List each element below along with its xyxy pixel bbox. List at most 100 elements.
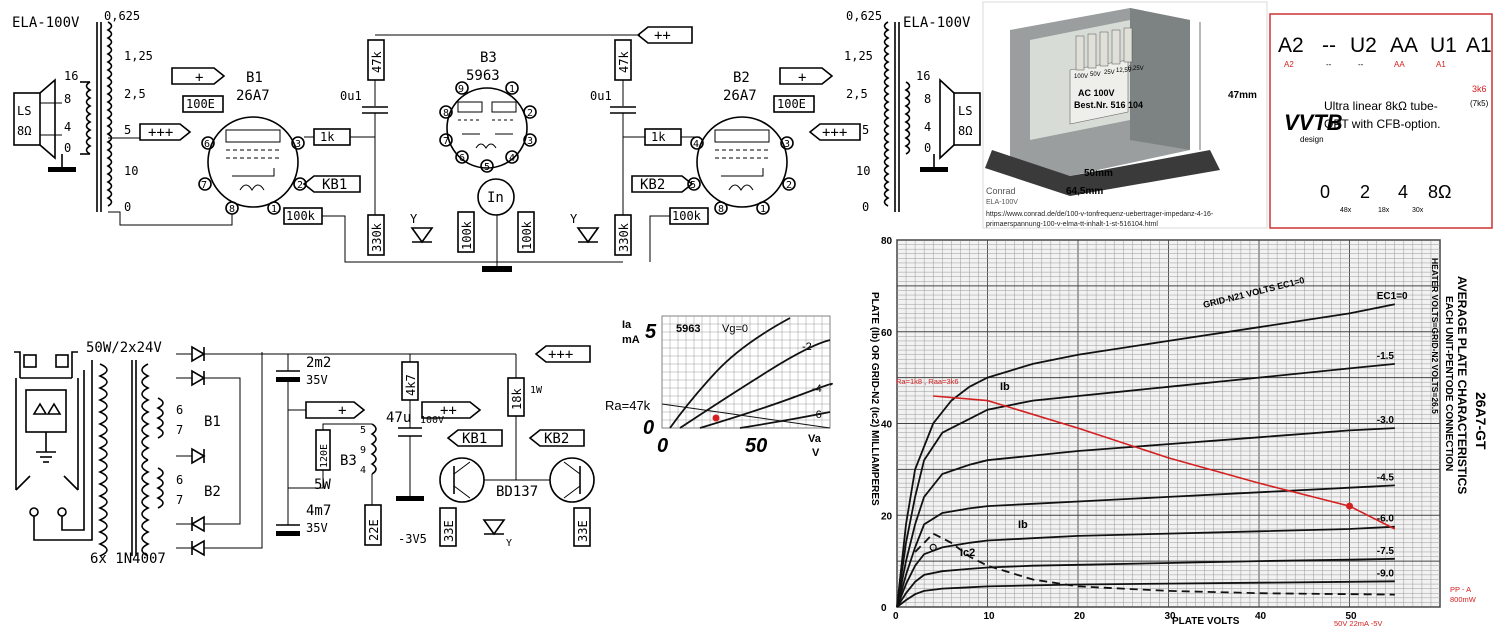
psu-neg-voltage: -3V5 xyxy=(398,532,427,546)
mini-plot-curve-vg0 xyxy=(669,317,791,429)
psu-secondary-2 xyxy=(141,459,150,557)
left-tap-0: 0,625 xyxy=(104,9,140,23)
resistor-100e-right xyxy=(773,95,815,113)
tube-b3-pin-4-label: 4 xyxy=(509,153,515,164)
rail-tag-kb1-label: KB1 xyxy=(322,177,347,193)
resistor-100e-left xyxy=(182,95,224,113)
opt-top-dash: -- xyxy=(1322,34,1336,57)
transformer-dim-width: 50mm xyxy=(1084,168,1113,179)
opt-top-a2: A2 xyxy=(1278,34,1304,57)
pentode-xtick: 40 xyxy=(1255,611,1267,622)
rail-tag-b2-plus xyxy=(779,67,834,85)
mains-switch-contact-2 xyxy=(57,507,67,517)
mini-plot-xunit: V xyxy=(812,447,820,459)
left-tap-3: 5 xyxy=(124,123,131,137)
mains-switch xyxy=(15,475,79,491)
rail-tag-b2-plus-label: + xyxy=(798,70,806,86)
pentode-chart-grid xyxy=(896,239,1441,608)
pentode-series--3-0 xyxy=(896,427,1395,608)
heater-b1-pin-6: 6 xyxy=(176,403,183,417)
mains-plug-pin-1 xyxy=(23,354,37,368)
diode-leads xyxy=(176,353,192,549)
pentode-xtick: 10 xyxy=(984,611,996,622)
resistor-22e xyxy=(364,504,382,546)
heater-b3-pin-5: 5 xyxy=(360,425,366,436)
rectifier-diodes xyxy=(190,345,206,557)
opt-bottom-sub-18x: 18x xyxy=(1378,207,1390,214)
center-ground xyxy=(482,266,512,272)
right-tap-2: 2,5 xyxy=(846,87,868,101)
mini-plot-curve-vg4 xyxy=(699,382,833,429)
mini-plot-load-line xyxy=(661,403,831,429)
tube-b2-pin-5 xyxy=(687,177,701,191)
tube-b3-pin-2 xyxy=(523,105,537,119)
right-transformer-label: ELA-100V xyxy=(903,15,971,31)
cap-0u1-right-label: 0u1 xyxy=(590,89,612,103)
mains-plug-pin-2 xyxy=(55,354,69,368)
pentode-operating-point-label: 50V 22mA -5V xyxy=(1334,619,1382,628)
opt-ratio-1: 3k6 xyxy=(1472,84,1487,94)
transistor-bd137-right xyxy=(549,457,595,503)
rail-tag-kb2 xyxy=(631,175,694,193)
cap-4m7 xyxy=(276,531,300,536)
mains-filter-diode-1 xyxy=(32,402,48,415)
tube-b1-name: B1 xyxy=(246,70,263,86)
transistor-left-ce xyxy=(453,461,471,499)
resistor-22e-label: 22E xyxy=(367,519,381,541)
pentode-xtick: 0 xyxy=(893,611,899,622)
tube-b3-type: 5963 xyxy=(466,68,500,84)
psu-ground xyxy=(396,496,424,501)
transformer-tap-50v: 50V xyxy=(1090,72,1101,78)
opt-bottom-8: 8Ω xyxy=(1428,182,1451,202)
opt-sub-dash-1: -- xyxy=(1326,60,1332,69)
psu-return-rail xyxy=(204,352,263,549)
heater-b1-pin-7: 7 xyxy=(176,423,183,437)
tube-b1-pin-3 xyxy=(291,136,305,150)
rail-tag-b1-plus-label: + xyxy=(195,70,203,86)
tube-b2-heater xyxy=(728,184,754,191)
opt-bottom-sub-48x: 48x xyxy=(1340,207,1352,214)
left-tap-5: 0 xyxy=(124,200,131,214)
pentode-xlabel: PLATE VOLTS xyxy=(1172,616,1240,627)
tube-b1-pin-3-label: 3 xyxy=(295,139,301,150)
tube-b1-plate xyxy=(225,129,281,143)
right-speaker-name: LS xyxy=(958,104,972,118)
tube-b1-pin-2-label: 2 xyxy=(297,180,303,191)
pentode-ib-label: Ib xyxy=(1000,381,1010,393)
opt-sub-a2: A2 xyxy=(1284,60,1294,69)
heater-b3-label: B3 xyxy=(340,453,357,469)
transformer-core-side xyxy=(1130,8,1190,150)
resistor-18k-label: 18k xyxy=(510,388,524,410)
rail-tag-kb1 xyxy=(302,175,361,193)
pentode-ytick: 40 xyxy=(881,420,893,431)
heater-b2-pin-6: 6 xyxy=(176,473,183,487)
pentode-series-ec1-0 xyxy=(896,303,1395,608)
tube-b1-pin-8-label: 8 xyxy=(229,204,235,215)
mini-plot-ytick-5: 5 xyxy=(645,321,657,343)
transistor-bd137-left xyxy=(439,457,485,503)
tube-b3-pin-3-label: 3 xyxy=(527,136,533,147)
transformer-plate-line1: AC 100V xyxy=(1078,88,1115,98)
transformer-tap-12v: 12,5V xyxy=(1116,68,1132,74)
resistor-47k-left xyxy=(367,39,385,81)
tube-b2-pin-2 xyxy=(782,177,796,191)
psu-rail-tag-kb2-label: KB2 xyxy=(544,431,569,447)
resistor-100e-right-label: 100E xyxy=(777,97,806,111)
tube-b1-pin-7 xyxy=(198,177,212,191)
psu-rectifier-label: 6x 1N4007 xyxy=(90,551,166,567)
led-left xyxy=(410,227,434,244)
resistor-100k-left-label: 100k xyxy=(286,209,316,223)
tube-b1-pin-6-label: 6 xyxy=(204,139,210,150)
cap-47u-label: 47u xyxy=(386,410,411,426)
right-ground xyxy=(920,167,948,172)
diode-5 xyxy=(190,539,205,557)
heater-b1-winding xyxy=(156,397,164,439)
rail-tag-right-ppp xyxy=(808,123,861,141)
right-speaker-cone xyxy=(939,78,955,160)
left-speaker-cone xyxy=(39,78,56,160)
mains-lead-a xyxy=(33,360,93,541)
rail-tag-pp-top xyxy=(636,26,693,44)
